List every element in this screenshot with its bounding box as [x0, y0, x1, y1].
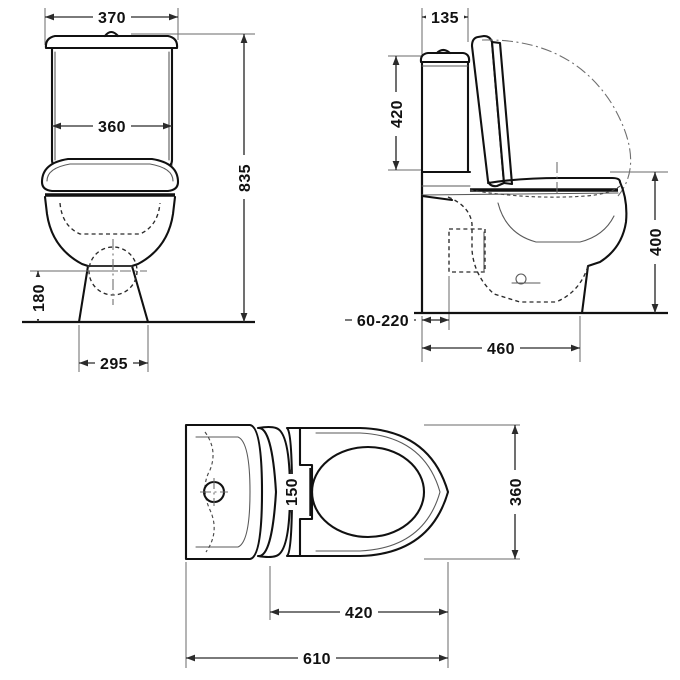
dim-plan-420: 420 [270, 603, 448, 622]
dim-label-420-plan: 420 [345, 605, 373, 622]
cistern-lid-side [419, 51, 471, 64]
dim-side-420: 420 [387, 56, 406, 170]
pan-top-plate-side [421, 185, 619, 196]
dim-label-835: 835 [237, 164, 254, 192]
dim-label-460: 460 [487, 341, 515, 358]
dim-plan-610: 610 [186, 649, 448, 668]
dim-label-295: 295 [100, 356, 128, 373]
seat-lid-raised-side [470, 34, 506, 188]
dim-label-150: 150 [284, 478, 301, 506]
outlet-marker-side [515, 273, 527, 285]
plan-view: 150 420 610 360 [184, 423, 525, 668]
dim-label-400: 400 [648, 228, 665, 256]
seat-rim-inner-plan [315, 432, 441, 552]
dim-front-360: 360 [52, 117, 172, 136]
bowl-inner-side [497, 202, 615, 243]
cistern-pan-junction-plan [256, 425, 292, 559]
dim-front-180: 180 [29, 271, 48, 322]
dim-label-360: 360 [98, 119, 126, 136]
dim-side-135: 135 [422, 8, 468, 27]
dim-plan-360: 360 [506, 425, 525, 559]
side-elevation-view: 135 420 400 60-220 [345, 8, 668, 362]
lid-swing-arc [481, 39, 632, 197]
flush-button-front [103, 30, 120, 38]
seat-lid-inner-front [46, 163, 174, 182]
seat-lid-front [40, 157, 180, 193]
dim-label-370: 370 [98, 10, 126, 27]
pan-outer-side [580, 180, 628, 315]
dim-label-420-side: 420 [389, 100, 406, 128]
pan-bowl-front [43, 195, 177, 268]
dim-label-610: 610 [303, 651, 331, 668]
dim-front-295: 295 [79, 354, 148, 373]
dim-front-835: 835 [235, 34, 254, 322]
outlet-connector-hidden [448, 228, 486, 273]
pedestal-front [77, 264, 150, 324]
dim-side-460: 460 [422, 339, 580, 358]
seat-ring-raised-side [490, 40, 514, 186]
dim-front-370: 370 [45, 8, 178, 27]
dim-label-180: 180 [31, 284, 48, 312]
cistern-body-side [420, 60, 470, 174]
dim-side-400: 400 [646, 172, 665, 313]
front-elevation-view: 370 360 835 180 [22, 8, 255, 373]
dim-side-60-220: 60-220 [345, 311, 449, 330]
cistern-body-front [50, 46, 174, 169]
cistern-lid-outline-plan [195, 436, 251, 548]
pan-rim-top-side [486, 176, 622, 185]
dim-label-135: 135 [431, 10, 459, 27]
dim-label-60-220: 60-220 [357, 313, 409, 330]
dim-plan-150: 150 [282, 470, 301, 512]
bowl-rim-hidden [59, 202, 161, 235]
cistern-lid-front [44, 34, 179, 50]
seat-opening-plan [310, 445, 426, 539]
dim-label-360-plan: 360 [508, 478, 525, 506]
flush-button-side [435, 48, 452, 55]
pan-back-plate-side [420, 170, 472, 202]
trapway-hidden-side [447, 196, 589, 303]
cistern-inner-hidden-plan [204, 431, 215, 553]
